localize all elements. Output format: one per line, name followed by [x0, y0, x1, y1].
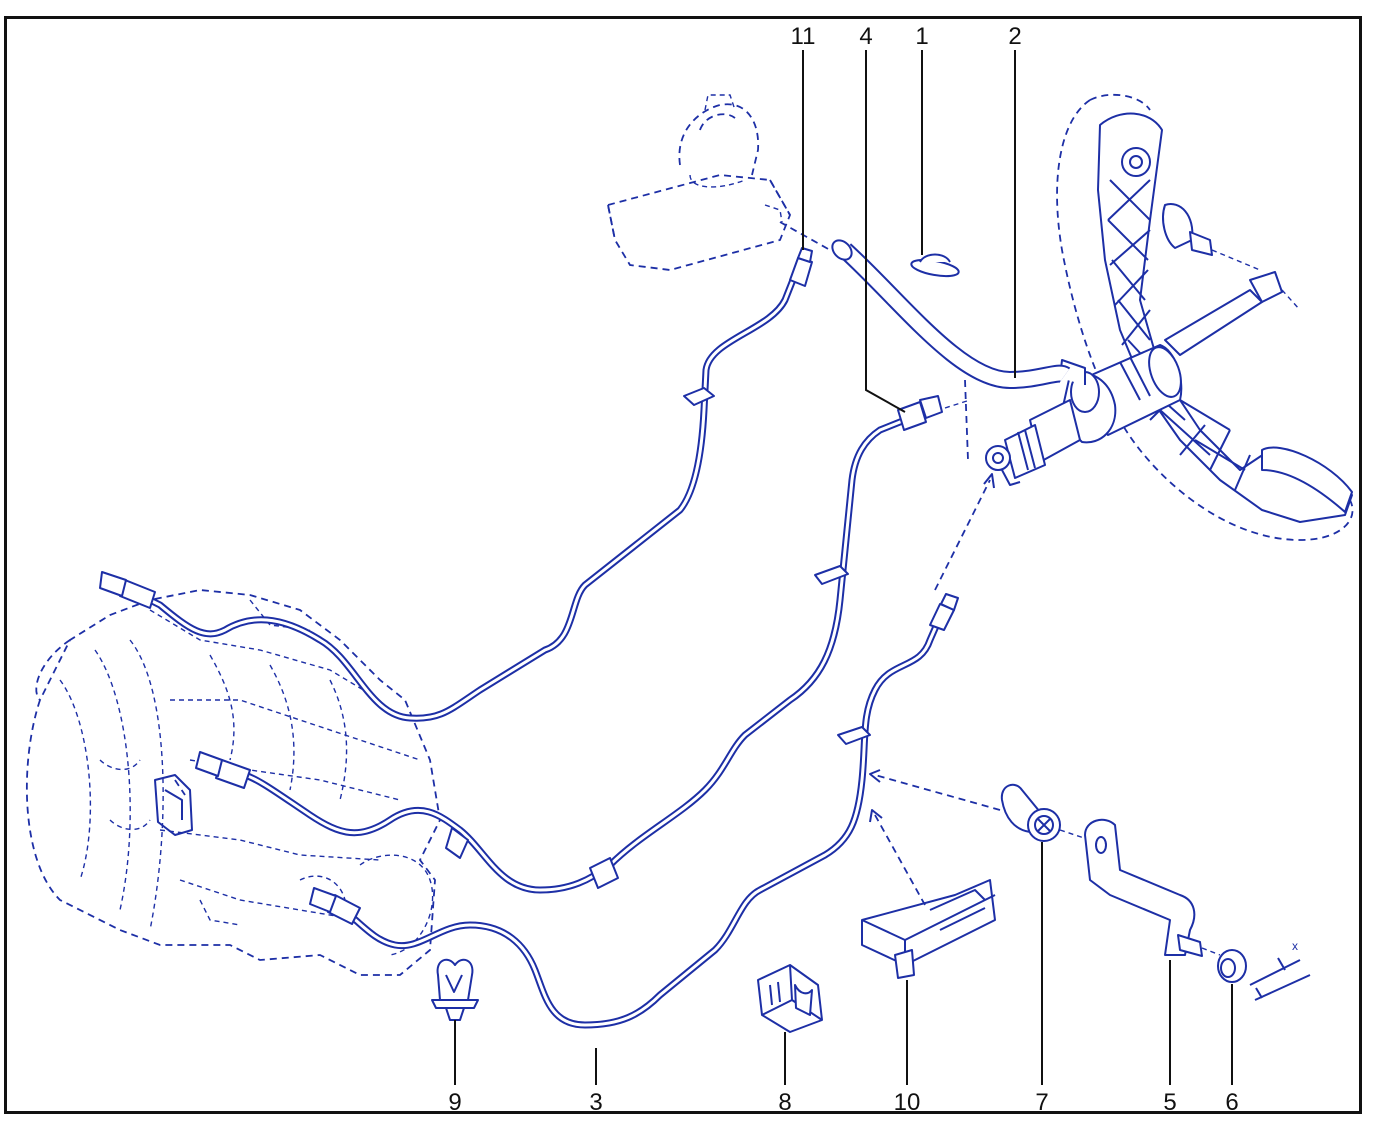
pipe-3	[309, 593, 959, 1029]
callout-leaders	[454, 50, 1233, 1085]
callout-10: 10	[894, 1089, 921, 1116]
bracket-part-10	[861, 879, 996, 979]
callout-1: 1	[915, 23, 928, 50]
master-cylinder	[985, 344, 1183, 486]
callout-2: 2	[1008, 23, 1021, 50]
callout-9: 9	[448, 1089, 461, 1116]
callout-5: 5	[1163, 1089, 1176, 1116]
pipe-4	[195, 395, 943, 894]
dimension-label: x	[1292, 939, 1298, 953]
callout-8: 8	[778, 1089, 791, 1116]
reservoir-outline	[606, 94, 831, 271]
callout-7: 7	[1035, 1089, 1048, 1116]
clip-part-9	[431, 958, 479, 1021]
reservoir-hose	[831, 239, 1071, 390]
clip-part-7	[1000, 783, 1091, 842]
assembly-guide-lines	[869, 379, 1001, 906]
callout-numbers: 11 4 1 2 9 3 8 10 7 5 6	[448, 23, 1238, 1116]
bracket-part-5	[1084, 818, 1221, 957]
callout-11: 11	[791, 23, 816, 50]
callout-3: 3	[589, 1089, 602, 1116]
pipe-11	[99, 247, 813, 722]
gearbox-outline	[25, 589, 441, 976]
callout-6: 6	[1225, 1089, 1238, 1116]
clip-part-1	[910, 253, 960, 278]
callout-4: 4	[859, 23, 872, 50]
diagram-frame	[4, 16, 1362, 1114]
holder-part-8	[757, 964, 823, 1033]
nut-part-6: x	[1217, 939, 1311, 1001]
clutch-pedal	[1056, 93, 1354, 541]
